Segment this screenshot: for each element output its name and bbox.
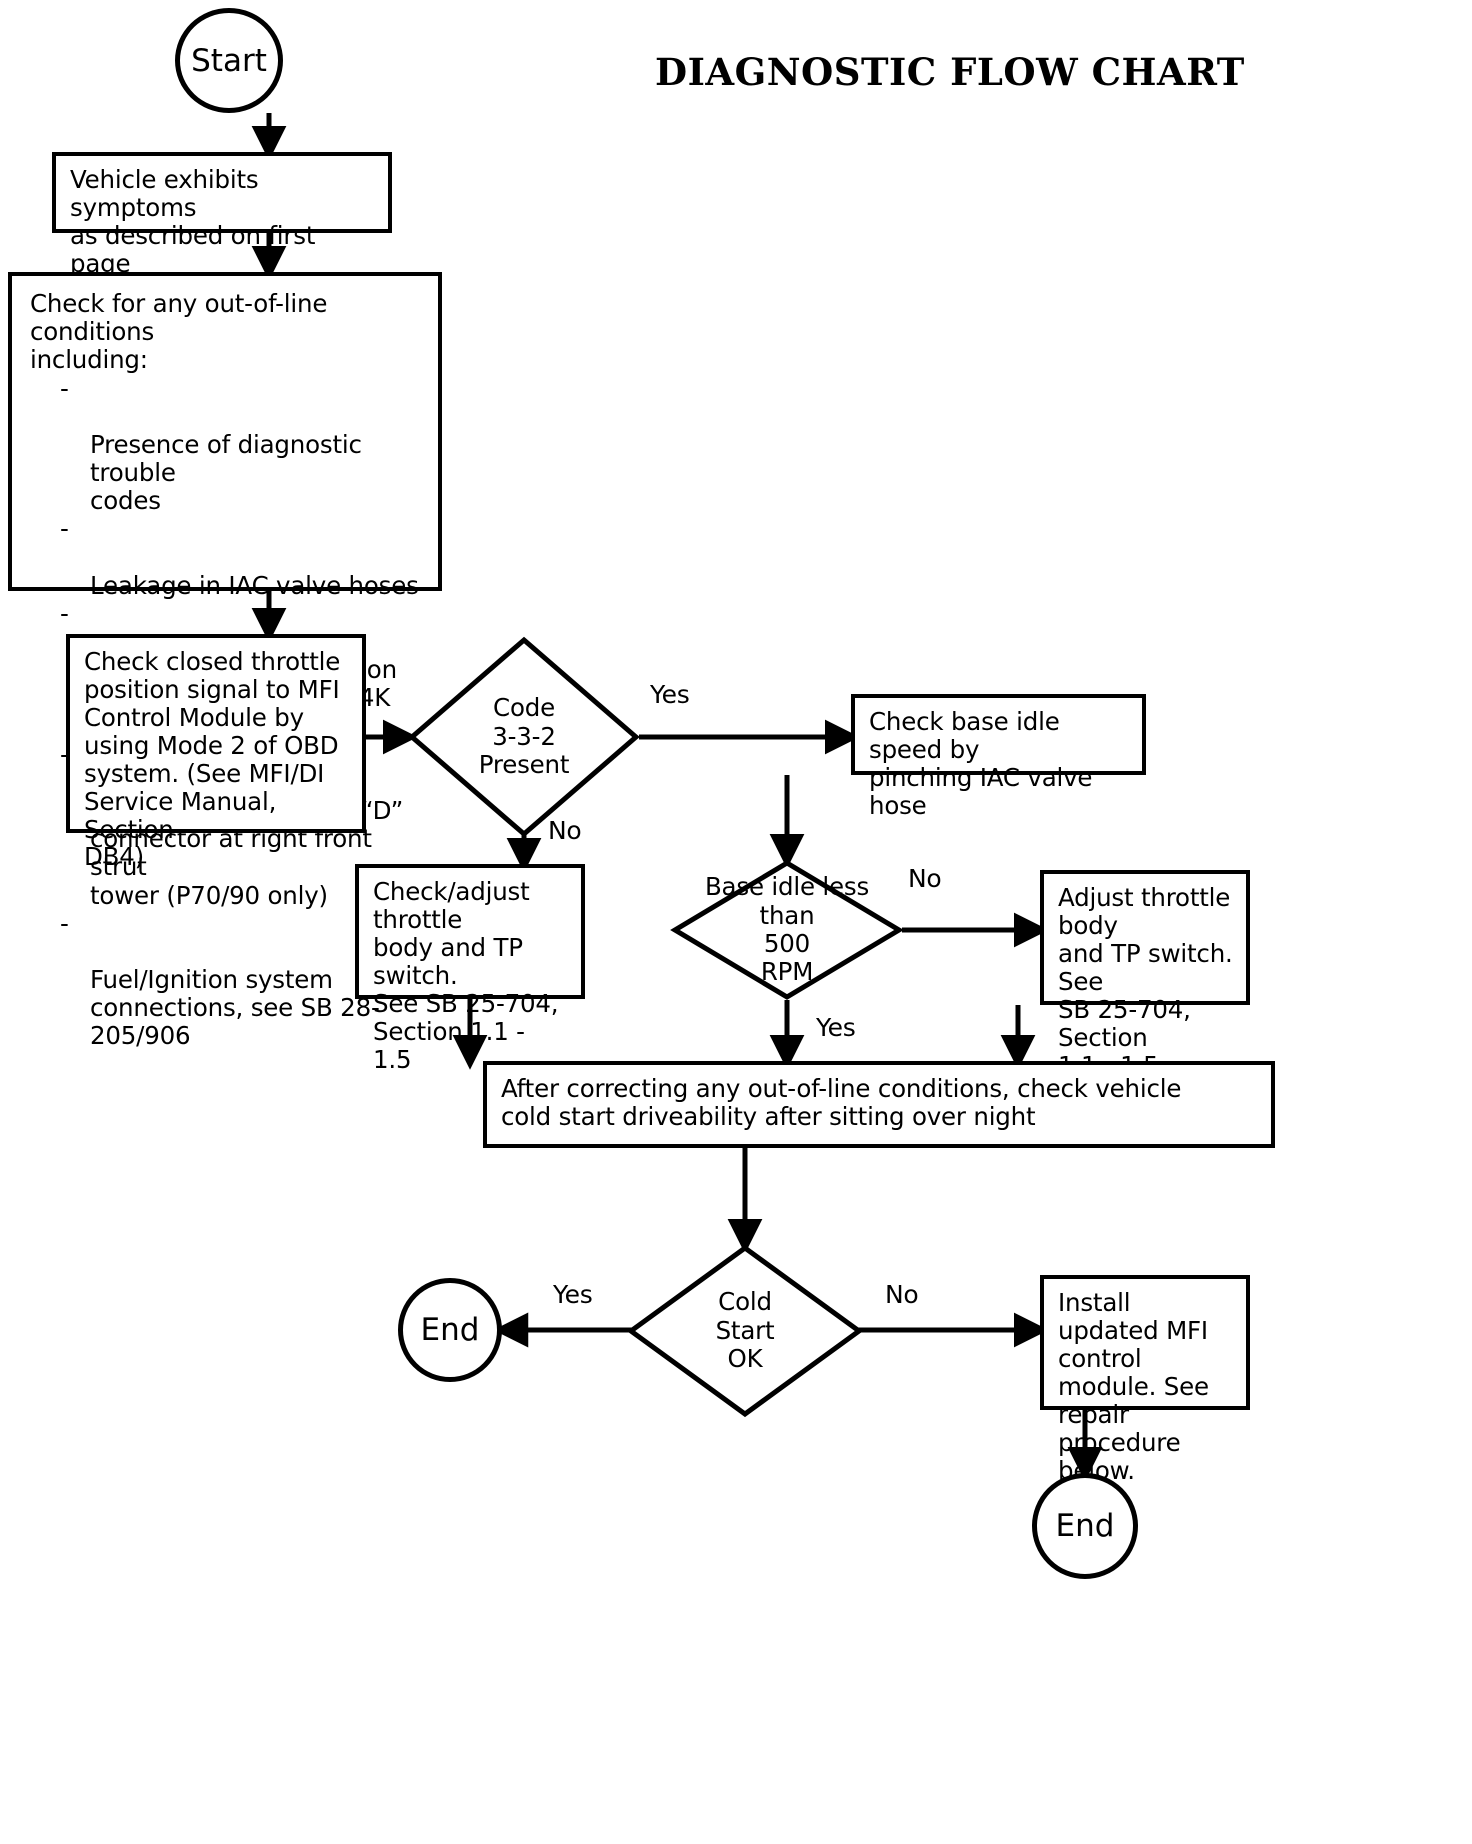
terminator-start-label: Start [191,42,267,79]
edge-label-base-idle-no: No [908,864,942,893]
terminator-end-left[interactable]: End [398,1278,502,1382]
checklist-lead: Check for any out-of-line conditions inc… [30,289,328,375]
process-check-closed-throttle-signal-text: Check closed throttle position signal to… [84,647,341,872]
list-item-text: Fuel/Ignition system connections, see SB… [90,965,380,1051]
page-title: DIAGNOSTIC FLOW CHART [655,50,1245,94]
process-install-updated-mfi-module-text: Install updated MFI control module. See … [1058,1288,1209,1485]
list-item: - Presence of diagnostic trouble codes [30,373,428,516]
decision-base-idle-less-than-500-text: Base idle less than 500 RPM [704,872,870,987]
process-check-adjust-throttle-body-text: Check/adjust throttle body and TP switch… [373,877,559,1074]
terminator-end-bottom-label: End [1055,1508,1115,1544]
edge-label-cold-start-no: No [885,1280,919,1309]
process-after-correcting-text: After correcting any out-of-line conditi… [501,1074,1182,1131]
terminator-end-left-label: End [420,1312,480,1348]
decision-cold-start-ok-text: Cold Start OK [715,1287,775,1374]
decision-code-332-present[interactable]: Code 3-3-2 Present [408,636,640,838]
edge-label-cold-start-yes: Yes [553,1280,593,1309]
bullet-dash-icon: - [60,373,69,403]
list-item: - Fuel/Ignition system connections, see … [30,908,428,1051]
process-vehicle-symptoms[interactable]: Vehicle exhibits symptoms as described o… [52,152,392,277]
process-check-base-idle-speed[interactable]: Check base idle speed by pinching IAC va… [851,694,1146,819]
process-adjust-throttle-body[interactable]: Adjust throttle body and TP switch. See … [1040,870,1250,1079]
process-check-adjust-throttle-body[interactable]: Check/adjust throttle body and TP switch… [355,864,585,1073]
process-out-of-line-checklist[interactable]: Check for any out-of-line conditions inc… [8,272,442,1050]
decision-code-332-present-text: Code 3-3-2 Present [478,693,570,780]
bullet-dash-icon: - [60,739,69,769]
process-after-correcting[interactable]: After correcting any out-of-line conditi… [483,1061,1275,1148]
list-item: - Leakage in IAC valve hoses [30,515,428,600]
list-item-text: Leakage in IAC valve hoses [90,570,419,600]
list-item-text: Presence of diagnostic trouble codes [90,429,362,516]
decision-base-idle-less-than-500[interactable]: Base idle less than 500 RPM [670,860,904,1000]
process-check-closed-throttle-signal[interactable]: Check closed throttle position signal to… [66,634,366,871]
edge-label-base-idle-yes: Yes [816,1013,856,1042]
decision-cold-start-ok[interactable]: Cold Start OK [626,1244,864,1418]
bullet-dash-icon: - [60,598,69,628]
edge-label-code-no: No [548,816,582,845]
process-install-updated-mfi-module[interactable]: Install updated MFI control module. See … [1040,1275,1250,1484]
edge-label-code-yes: Yes [650,680,690,709]
bullet-dash-icon: - [60,514,69,544]
bullet-dash-icon: - [60,908,69,938]
process-adjust-throttle-body-text: Adjust throttle body and TP switch. See … [1058,883,1233,1080]
terminator-end-bottom[interactable]: End [1032,1473,1138,1579]
terminator-start[interactable]: Start [175,8,283,113]
process-check-base-idle-speed-text: Check base idle speed by pinching IAC va… [869,707,1093,820]
process-vehicle-symptoms-text: Vehicle exhibits symptoms as described o… [70,165,316,278]
